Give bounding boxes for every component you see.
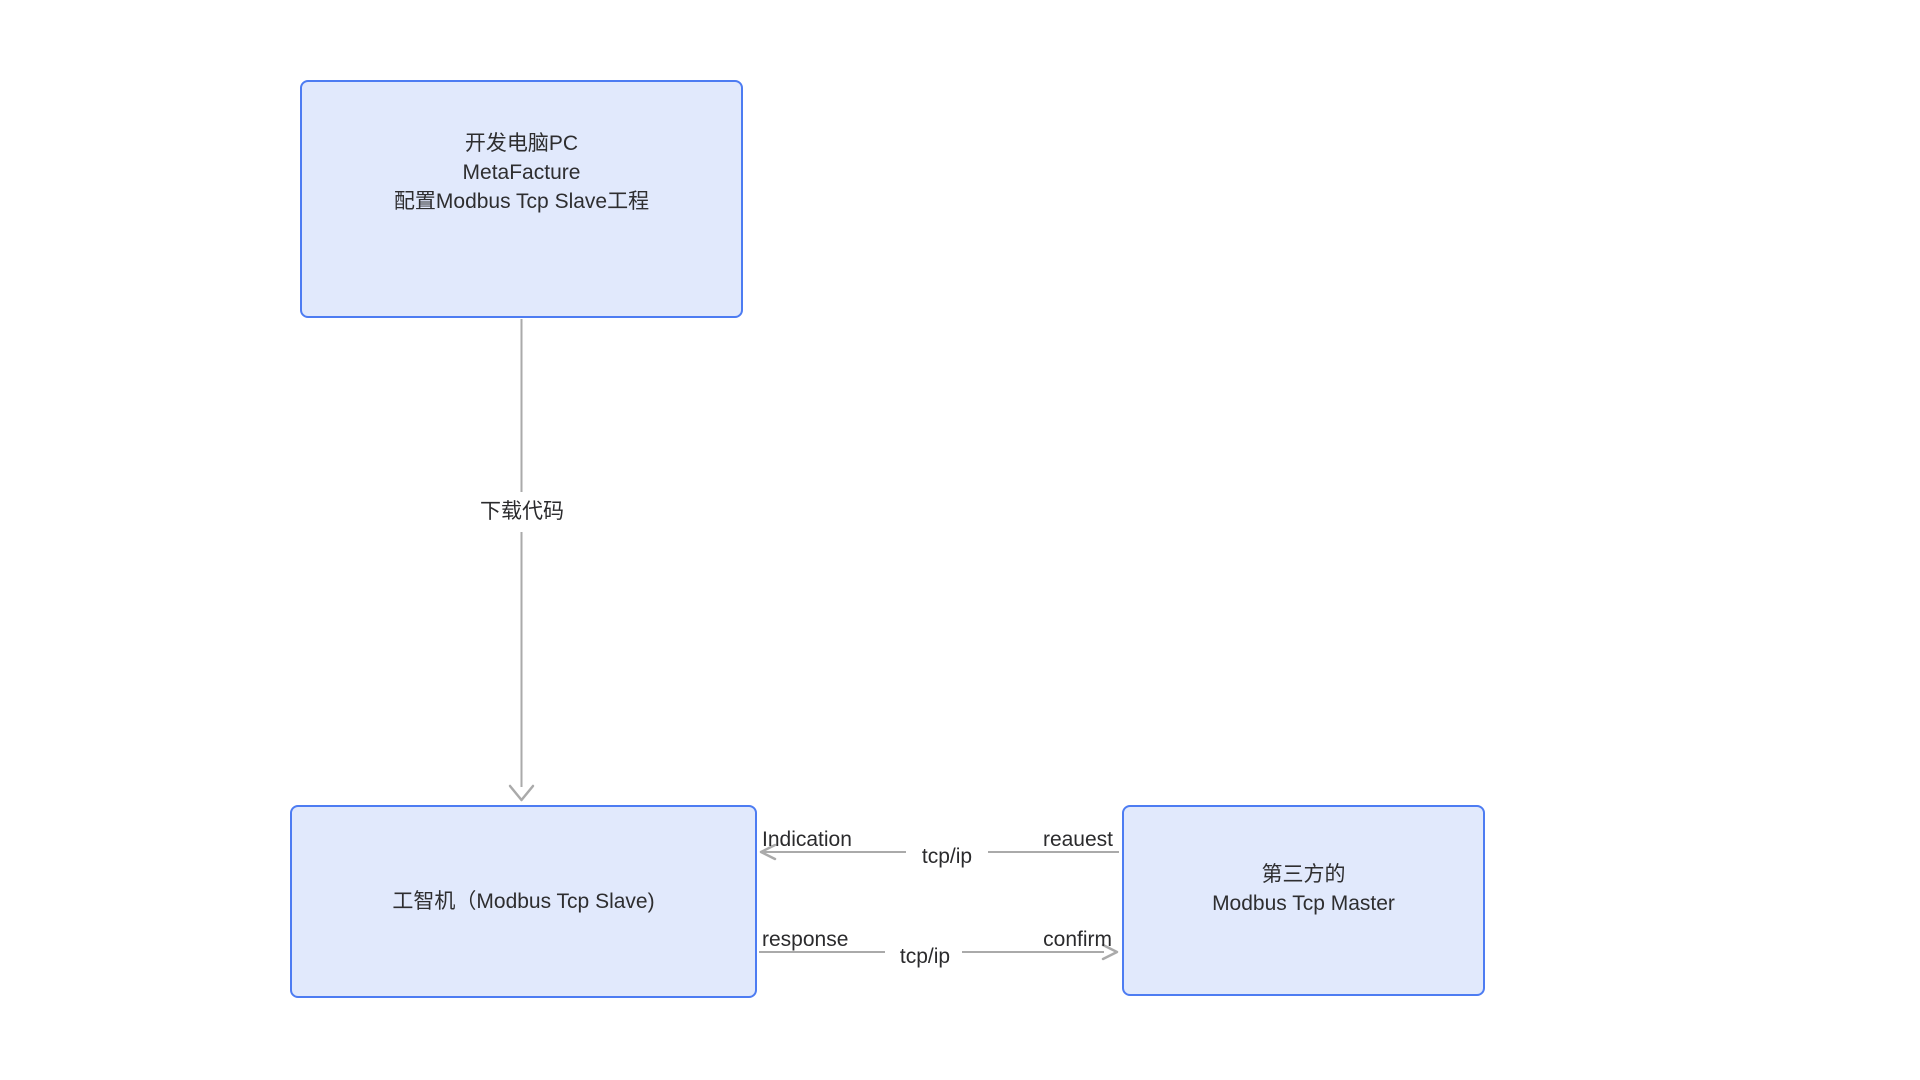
edge-label-reauest: reauest [1042,828,1113,851]
node-slave-text: 工智机（Modbus Tcp Slave) [392,890,655,913]
arrowhead-right-icon [1101,943,1119,961]
edge-indication [759,843,1119,861]
arrowhead-down-icon [508,784,535,802]
node-master-line1: 第三方的 [1261,862,1346,886]
edge-label-tcpip-top: tcp/ip [921,845,973,868]
node-dev-pc-line1: 开发电脑PC [464,131,579,155]
node-dev-pc-text: 开发电脑PC MetaFacture 配置Modbus Tcp Slave工程 [394,129,649,216]
node-slave: 工智机（Modbus Tcp Slave) [290,805,757,998]
node-dev-pc: 开发电脑PC MetaFacture 配置Modbus Tcp Slave工程 [300,80,743,318]
arrowhead-left-icon [759,843,777,861]
edge-response [759,943,1119,961]
node-dev-pc-line3: 配置Modbus Tcp Slave工程 [393,189,650,213]
edge-label-download: 下载代码 [477,501,567,523]
edge-label-confirm: confirm [1043,928,1112,951]
edge-label-response: response [762,928,849,951]
edge-label-tcpip-bottom: tcp/ip [899,945,951,968]
node-master: 第三方的 Modbus Tcp Master [1122,805,1485,996]
node-master-text: 第三方的 Modbus Tcp Master [1212,860,1395,918]
edge-download [508,319,535,802]
node-dev-pc-line2: MetaFacture [462,160,581,184]
edge-label-indication: Indication [762,828,852,851]
node-master-line2: Modbus Tcp Master [1212,891,1395,915]
